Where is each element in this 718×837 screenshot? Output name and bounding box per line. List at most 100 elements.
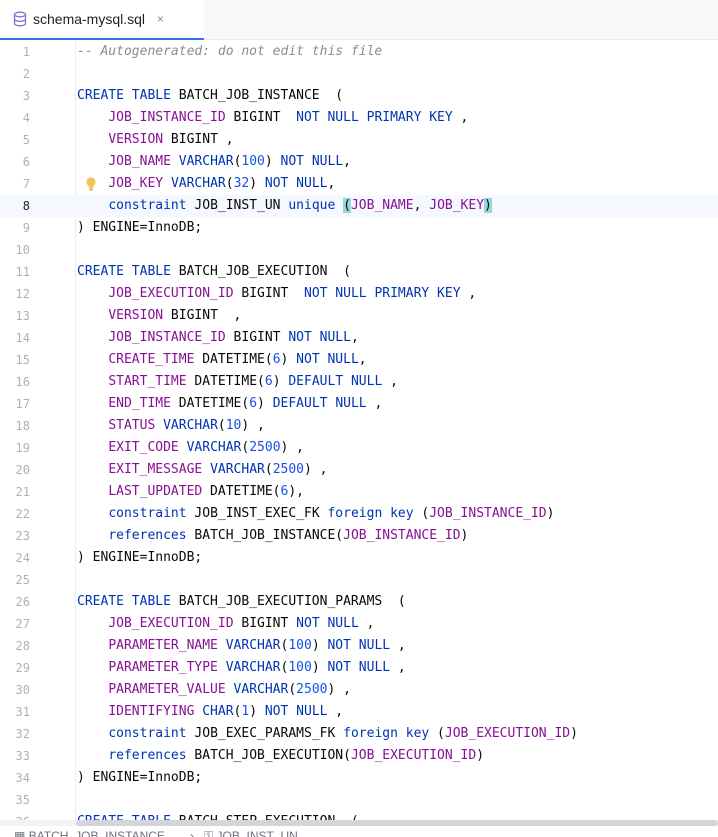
close-icon[interactable]: × <box>157 12 165 26</box>
code-token: ) ENGINE=InnoDB; <box>77 770 203 785</box>
tab-schema-mysql[interactable]: schema-mysql.sql × <box>0 0 204 40</box>
line-code: constraint JOB_EXEC_PARAMS_FK foreign ke… <box>77 723 578 745</box>
code-line[interactable]: 23 references BATCH_JOB_INSTANCE(JOB_INS… <box>0 525 718 547</box>
code-token: BIGINT , <box>163 308 242 323</box>
code-line[interactable]: 15 CREATE_TIME DATETIME(6) NOT NULL, <box>0 349 718 371</box>
code-token: BIGINT <box>225 110 297 125</box>
code-line[interactable]: 26 CREATE TABLE BATCH_JOB_EXECUTION_PARAM… <box>0 591 718 613</box>
code-line[interactable]: 16 START_TIME DATETIME(6) DEFAULT NULL , <box>0 371 718 393</box>
breadcrumb: ▦ BATCH_JOB_INSTANCE › ⚿ JOB_INST_UN <box>0 826 718 837</box>
line-number: 6 <box>22 155 30 169</box>
code-token: foreign key <box>343 726 430 741</box>
code-line[interactable]: 20 EXIT_MESSAGE VARCHAR(2500) , <box>0 459 718 481</box>
code-token: EXIT_CODE <box>108 440 179 455</box>
code-line[interactable]: 28 PARAMETER_NAME VARCHAR(100) NOT NULL … <box>0 635 718 657</box>
code-token <box>77 132 108 147</box>
code-token <box>77 616 108 631</box>
code-token: CREATE TABLE <box>77 594 171 609</box>
code-token: , <box>358 352 367 367</box>
code-line[interactable]: 24) ENGINE=InnoDB; <box>0 547 718 569</box>
code-line[interactable]: 35 <box>0 789 718 811</box>
code-token: JOB_EXECUTION_ID <box>108 286 234 301</box>
code-token: BIGINT <box>225 330 289 345</box>
line-number: 8 <box>22 199 30 213</box>
code-line[interactable]: 13 VERSION BIGINT , <box>0 305 718 327</box>
code-token <box>77 484 108 499</box>
line-code: references BATCH_JOB_INSTANCE(JOB_INSTAN… <box>77 525 468 547</box>
code-token: NOT NULL <box>296 352 359 367</box>
code-token: VARCHAR <box>170 176 226 191</box>
code-token <box>77 396 108 411</box>
breadcrumb-item-key[interactable]: ⚿ JOB_INST_UN <box>204 826 298 837</box>
code-token: CHAR <box>202 704 234 719</box>
code-token: VARCHAR <box>225 638 281 653</box>
code-token: VARCHAR <box>178 154 234 169</box>
code-line[interactable]: 36CREATE TABLE BATCH_STEP_EXECUTION ( <box>0 811 718 820</box>
code-line[interactable]: 34) ENGINE=InnoDB; <box>0 767 718 789</box>
line-number-gutter <box>0 40 60 820</box>
code-line[interactable]: 8 constraint JOB_INST_UN unique (JOB_NAM… <box>0 195 718 217</box>
lightbulb-icon[interactable] <box>84 176 98 192</box>
code-token: BATCH_JOB_INSTANCE ( <box>170 88 344 103</box>
code-token: JOB_INST_EXEC_FK <box>186 506 328 521</box>
code-line[interactable]: 1-- Autogenerated: do not edit this file <box>0 41 718 63</box>
code-token: , <box>413 198 430 213</box>
code-token: JOB_NAME <box>108 154 171 169</box>
code-line[interactable]: 4 JOB_INSTANCE_ID BIGINT NOT NULL PRIMAR… <box>0 107 718 129</box>
code-line[interactable]: 10 <box>0 239 718 261</box>
code-token <box>218 638 226 653</box>
code-line[interactable]: 17 END_TIME DATETIME(6) DEFAULT NULL , <box>0 393 718 415</box>
code-token: constraint <box>108 506 187 521</box>
line-number: 25 <box>15 573 30 587</box>
line-code: VERSION BIGINT , <box>77 129 233 151</box>
code-line[interactable]: 22 constraint JOB_INST_EXEC_FK foreign k… <box>0 503 718 525</box>
line-code: LAST_UPDATED DATETIME(6), <box>77 481 304 503</box>
code-token: ) ENGINE=InnoDB; <box>77 550 203 565</box>
scrollbar-thumb[interactable] <box>76 820 718 826</box>
code-line[interactable]: 6 JOB_NAME VARCHAR(100) NOT NULL, <box>0 151 718 173</box>
code-token: DATETIME( <box>202 484 281 499</box>
code-editor[interactable]: 1-- Autogenerated: do not edit this file… <box>0 40 718 820</box>
code-token <box>77 726 108 741</box>
code-token: ) <box>476 748 485 763</box>
code-token: , <box>343 154 351 169</box>
code-line[interactable]: 7 JOB_KEY VARCHAR(32) NOT NULL, <box>0 173 718 195</box>
line-code: JOB_INSTANCE_ID BIGINT NOT NULL PRIMARY … <box>77 107 468 129</box>
horizontal-scrollbar[interactable] <box>0 820 718 826</box>
code-line[interactable]: 32 constraint JOB_EXEC_PARAMS_FK foreign… <box>0 723 718 745</box>
line-number: 26 <box>15 595 30 609</box>
code-line[interactable]: 18 STATUS VARCHAR(10) , <box>0 415 718 437</box>
breadcrumb-label: BATCH_JOB_INSTANCE <box>28 829 165 837</box>
editor-tab-bar: schema-mysql.sql × <box>0 0 718 40</box>
code-line[interactable]: 27 JOB_EXECUTION_ID BIGINT NOT NULL , <box>0 613 718 635</box>
breadcrumb-item-table[interactable]: ▦ BATCH_JOB_INSTANCE <box>14 826 165 837</box>
code-line[interactable]: 21 LAST_UPDATED DATETIME(6), <box>0 481 718 503</box>
code-token: 2500 <box>272 462 304 477</box>
code-token: ( <box>225 176 234 191</box>
code-line[interactable]: 30 PARAMETER_VALUE VARCHAR(2500) , <box>0 679 718 701</box>
code-token: DEFAULT NULL <box>288 374 383 389</box>
code-line[interactable]: 29 PARAMETER_TYPE VARCHAR(100) NOT NULL … <box>0 657 718 679</box>
code-token: END_TIME <box>108 396 171 411</box>
line-code: EXIT_CODE VARCHAR(2500) , <box>77 437 304 459</box>
line-number: 28 <box>15 639 30 653</box>
code-line[interactable]: 25 <box>0 569 718 591</box>
code-line[interactable]: 33 references BATCH_JOB_EXECUTION(JOB_EX… <box>0 745 718 767</box>
line-number: 36 <box>0 811 30 820</box>
line-code: ) ENGINE=InnoDB; <box>77 217 202 239</box>
code-token: BATCH_JOB_EXECUTION_PARAMS ( <box>170 594 406 609</box>
code-line[interactable]: 12 JOB_EXECUTION_ID BIGINT NOT NULL PRIM… <box>0 283 718 305</box>
code-line[interactable]: 31 IDENTIFYING CHAR(1) NOT NULL , <box>0 701 718 723</box>
code-token <box>77 352 108 367</box>
code-line[interactable]: 14 JOB_INSTANCE_ID BIGINT NOT NULL, <box>0 327 718 349</box>
code-line[interactable]: 5 VERSION BIGINT , <box>0 129 718 151</box>
code-line[interactable]: 2 <box>0 63 718 85</box>
code-line[interactable]: 19 EXIT_CODE VARCHAR(2500) , <box>0 437 718 459</box>
code-token: ) , <box>280 440 305 455</box>
line-code: constraint JOB_INST_UN unique (JOB_NAME,… <box>77 195 492 217</box>
line-number: 29 <box>15 661 30 675</box>
code-line[interactable]: 9) ENGINE=InnoDB; <box>0 217 718 239</box>
line-code: END_TIME DATETIME(6) DEFAULT NULL , <box>77 393 382 415</box>
